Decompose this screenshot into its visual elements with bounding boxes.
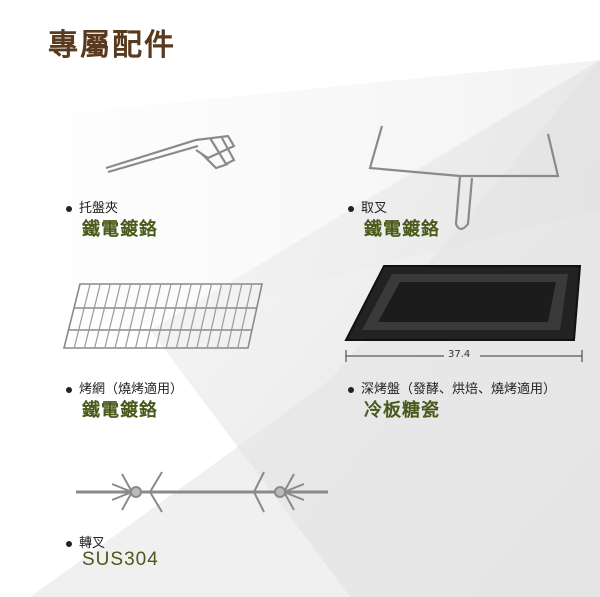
rack-wire: [216, 283, 233, 349]
rack-wire: [134, 283, 152, 349]
rack-wire: [145, 283, 162, 349]
rack-wire: [155, 283, 172, 349]
bullet-icon: [66, 205, 72, 212]
rack-wire: [226, 283, 243, 349]
wire-rack-name: 烤網（燒烤適用）: [79, 382, 184, 397]
rack-wire: [175, 283, 192, 349]
rack-wire: [114, 283, 132, 349]
rack-wire: [237, 283, 253, 349]
page-title: 專屬配件: [48, 28, 176, 63]
rotisserie-spit-name: 轉叉: [79, 536, 106, 551]
baking-tray-name: 深烤盤（發酵、烘焙、燒烤適用）: [361, 382, 557, 397]
rack-wire: [124, 283, 142, 349]
tray-dimension-line: [345, 350, 583, 362]
rack-wire: [104, 283, 122, 349]
tray-clip-label: 托盤夾: [66, 197, 118, 216]
rack-wire: [73, 283, 91, 349]
rotisserie-spit-label: 轉叉: [66, 532, 105, 551]
tray-clip-illustration: [105, 134, 236, 174]
wire-rack-label: 烤網（燒烤適用）: [66, 378, 183, 397]
fork-lifter-label: 取叉: [348, 197, 387, 216]
rotisserie-spit-material: SUS304: [82, 549, 159, 570]
wire-rack-illustration: [62, 283, 263, 349]
bullet-icon: [66, 540, 72, 547]
rack-wire: [165, 283, 182, 349]
rack-wire: [196, 283, 213, 349]
fork-lifter-material: 鐵電鍍鉻: [364, 219, 440, 240]
rack-wire: [94, 283, 111, 349]
rack-wire: [186, 283, 202, 349]
baking-tray-illustration: [344, 265, 582, 341]
rack-wire: [206, 283, 223, 349]
rack-wire: [83, 283, 101, 349]
tray-clip-name: 托盤夾: [79, 201, 119, 216]
bullet-icon: [66, 386, 72, 393]
bullet-icon: [348, 205, 354, 212]
tray-clip-material: 鐵電鍍鉻: [82, 219, 158, 240]
fork-lifter-illustration: [368, 125, 560, 231]
baking-tray-label: 深烤盤（發酵、烘焙、燒烤適用）: [348, 378, 556, 397]
rotisserie-spit-illustration: [76, 471, 328, 513]
fork-lifter-name: 取叉: [361, 201, 388, 216]
wire-rack-material: 鐵電鍍鉻: [82, 400, 158, 421]
bullet-icon: [348, 386, 354, 393]
baking-tray-material: 冷板糖瓷: [364, 400, 440, 421]
tray-dimension-value: 37.4: [448, 349, 471, 360]
